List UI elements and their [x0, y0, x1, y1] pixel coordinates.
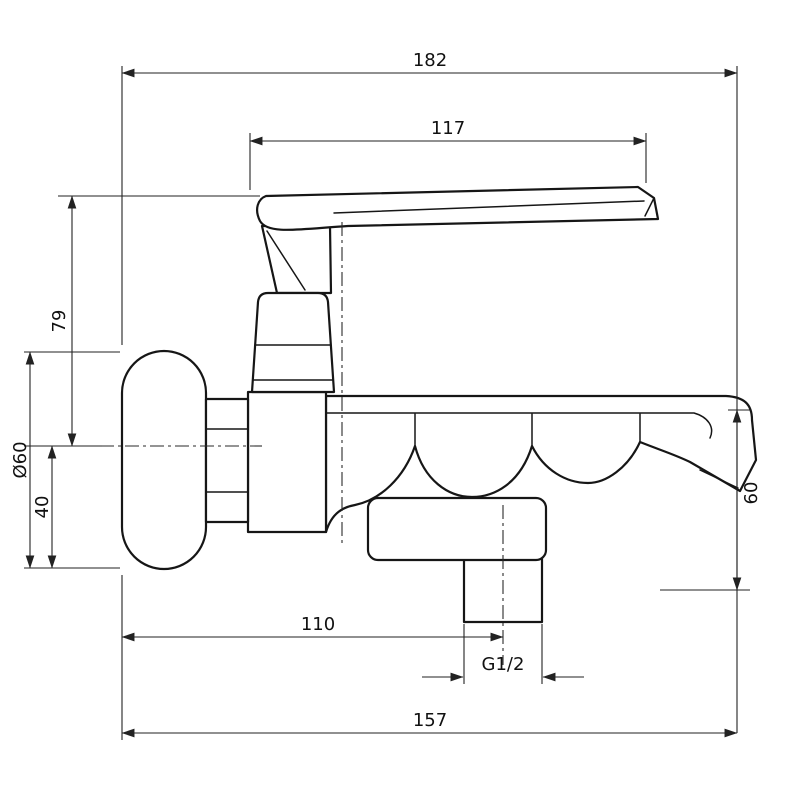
handle-neck	[260, 224, 333, 295]
dim-axis-to-outlet-label: 110	[301, 614, 335, 635]
dim-outlet-drop-label: 60	[741, 482, 762, 505]
dimension-outlet-drop: 60	[660, 409, 762, 591]
dimension-overall-top: 182	[121, 50, 738, 733]
spout-tip-line	[699, 469, 739, 489]
dimension-height-above-axis: 79	[24, 195, 260, 447]
dim-handle-length-label: 117	[431, 118, 465, 139]
dimension-overall-bottom: 157	[121, 710, 738, 738]
dimension-handle-length: 117	[249, 118, 647, 190]
wall-flange	[120, 349, 208, 571]
dim-flange-diameter-label: Ø60	[10, 441, 31, 478]
dimension-flange-diameter: Ø60	[10, 351, 120, 569]
dim-axis-to-flange-bottom-label: 40	[32, 496, 53, 519]
handle-lever	[256, 185, 660, 231]
dimension-axis-to-flange-bottom: 40	[32, 445, 57, 569]
dim-overall-top-label: 182	[413, 50, 447, 71]
mounting-nut	[204, 397, 250, 524]
dimension-axis-to-outlet: 110	[121, 575, 504, 740]
body-column	[246, 390, 328, 534]
dim-height-above-axis-label: 79	[49, 310, 70, 333]
faucet-body	[324, 394, 758, 534]
body-plate-underside	[325, 412, 713, 439]
cartridge-housing	[250, 291, 336, 394]
dim-outlet-thread-label: G1/2	[482, 654, 525, 675]
diverter-housing	[366, 496, 548, 562]
dim-overall-bottom-label: 157	[413, 710, 447, 731]
dimension-outlet-thread: G1/2	[422, 624, 584, 684]
faucet-drawing	[100, 185, 758, 665]
